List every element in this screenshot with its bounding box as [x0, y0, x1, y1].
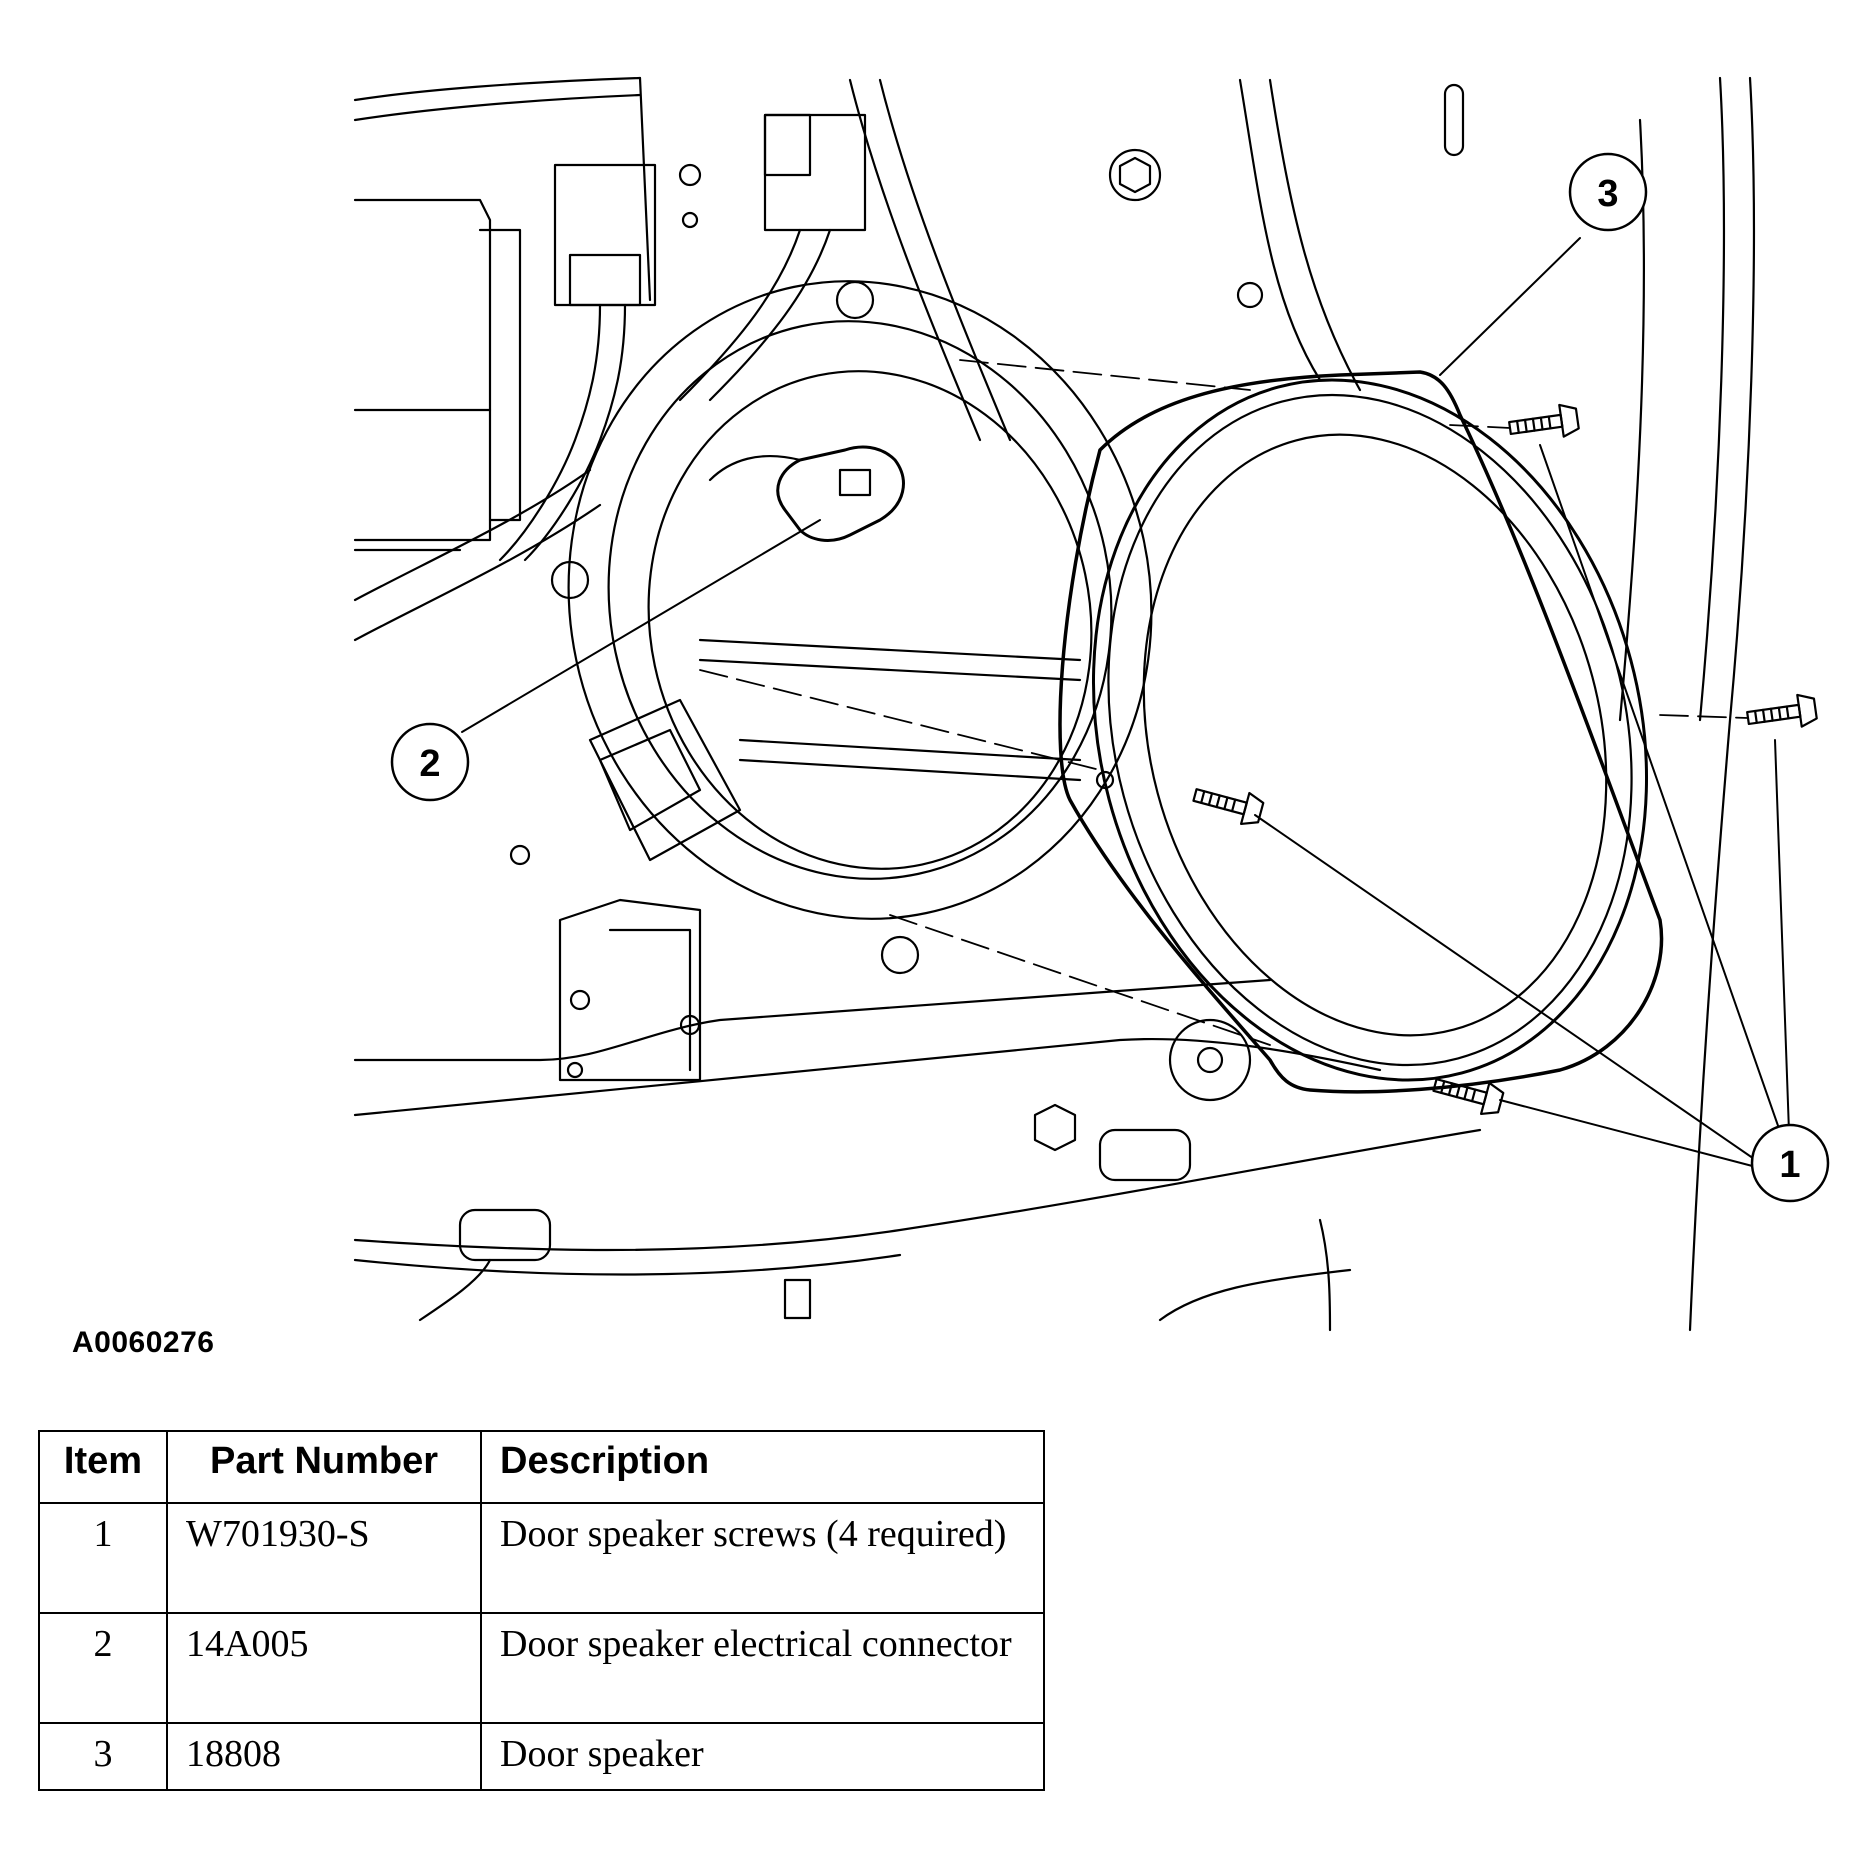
table-row: 2 14A005 Door speaker electrical connect…: [38, 1612, 1045, 1724]
row-description: Door speaker: [480, 1722, 1045, 1791]
door-speaker: [1058, 370, 1664, 1094]
row-item: 1: [38, 1502, 168, 1614]
svg-text:3: 3: [1597, 173, 1618, 215]
svg-text:2: 2: [419, 743, 440, 785]
row-item: 2: [38, 1612, 168, 1724]
header-item: Item: [38, 1430, 168, 1504]
leader-lines: [461, 237, 1791, 1169]
row-description: Door speaker electrical connector: [480, 1612, 1045, 1724]
callout-3: 3: [1568, 152, 1648, 232]
door-speaker-illustration: 3 2 1: [353, 76, 1830, 1332]
row-item: 3: [38, 1722, 168, 1791]
table-header-row: Item Part Number Description: [38, 1430, 1045, 1504]
row-description: Door speaker screws (4 required): [480, 1502, 1045, 1614]
callout-1: 1: [1750, 1123, 1830, 1203]
header-part-number: Part Number: [166, 1430, 482, 1504]
row-part-number: 18808: [166, 1722, 482, 1791]
table-row: 1 W701930-S Door speaker screws (4 requi…: [38, 1502, 1045, 1614]
row-part-number: 14A005: [166, 1612, 482, 1724]
parts-table: Item Part Number Description 1 W701930-S…: [38, 1430, 1045, 1791]
figure-id: A0060276: [72, 1326, 215, 1359]
door-panel-structure: [353, 76, 1756, 1332]
svg-text:1: 1: [1779, 1144, 1800, 1186]
header-description: Description: [480, 1430, 1045, 1504]
callout-2: 2: [390, 722, 470, 802]
table-row: 3 18808 Door speaker: [38, 1722, 1045, 1791]
alignment-lines: [699, 359, 1749, 1046]
row-part-number: W701930-S: [166, 1502, 482, 1614]
